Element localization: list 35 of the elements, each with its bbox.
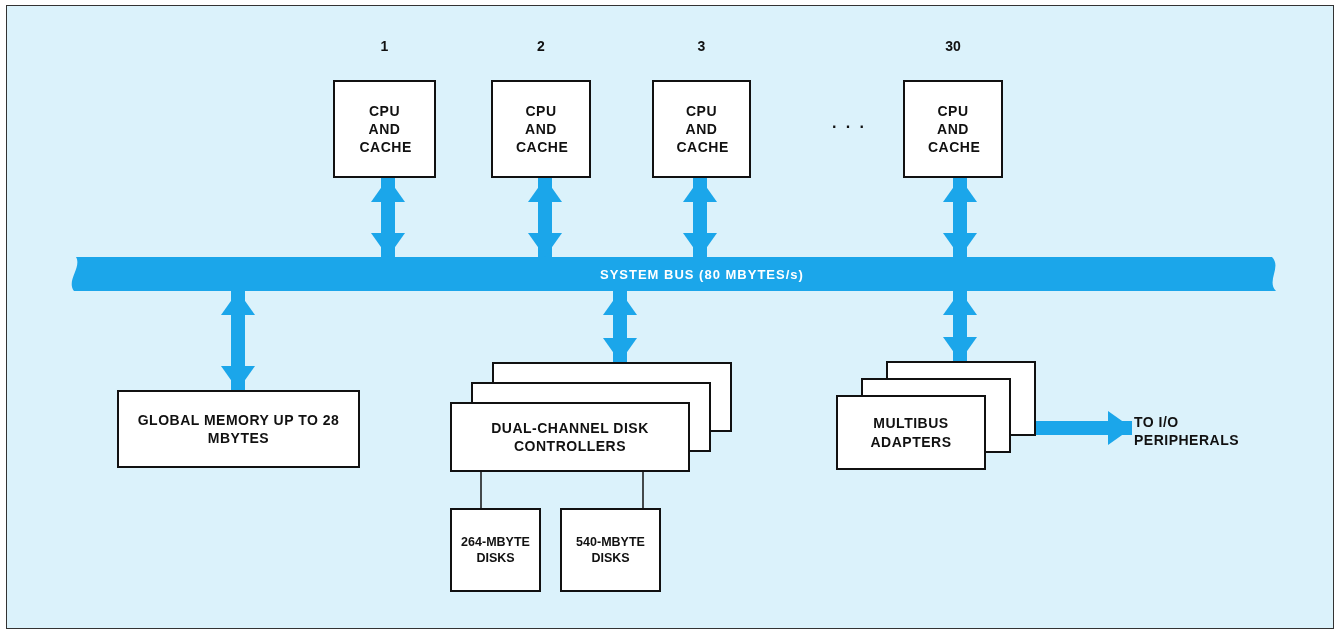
- box-label: DUAL-CHANNEL DISK CONTROLLERS: [490, 418, 650, 456]
- process-box: [560, 508, 661, 592]
- stacked-boxes: [450, 362, 732, 472]
- double-arrow: [943, 178, 977, 257]
- box-label: MULTIBUS ADAPTERS: [869, 414, 953, 451]
- stacked-boxes: [836, 361, 1036, 470]
- connector-line: [642, 471, 644, 509]
- box-label: 264-MBYTE DISKS: [460, 533, 531, 567]
- process-box: [903, 80, 1003, 178]
- box-label: CPU AND CACHE: [359, 101, 410, 157]
- box-label: CPU AND CACHE: [928, 101, 978, 157]
- double-arrow: [683, 178, 717, 257]
- box-label: CPU AND CACHE: [676, 101, 727, 157]
- double-arrow: [528, 178, 562, 257]
- bus-label: SYSTEM BUS (80 MBYTES/s): [600, 266, 804, 282]
- ellipsis-label: · · ·: [832, 118, 867, 136]
- process-box: [117, 390, 360, 468]
- box-label: GLOBAL MEMORY UP TO 28 MBYTES: [136, 410, 341, 448]
- cpu-number: 2: [536, 38, 546, 54]
- box-label: 540-MBYTE DISKS: [575, 533, 646, 567]
- double-arrow: [221, 291, 255, 390]
- process-box: [652, 80, 751, 178]
- connector-line: [480, 471, 482, 509]
- double-arrow: [603, 291, 637, 362]
- box-label: TO I/O PERIPHERALS: [1134, 414, 1241, 449]
- cpu-number: 30: [944, 38, 962, 54]
- process-box: [491, 80, 591, 178]
- process-box: [333, 80, 436, 178]
- arrow: [1036, 411, 1132, 445]
- box-label: CPU AND CACHE: [516, 101, 566, 157]
- cpu-number: 1: [379, 38, 390, 54]
- double-arrow: [371, 178, 405, 257]
- process-box: [450, 508, 541, 592]
- double-arrow: [943, 291, 977, 361]
- cpu-number: 3: [696, 38, 707, 54]
